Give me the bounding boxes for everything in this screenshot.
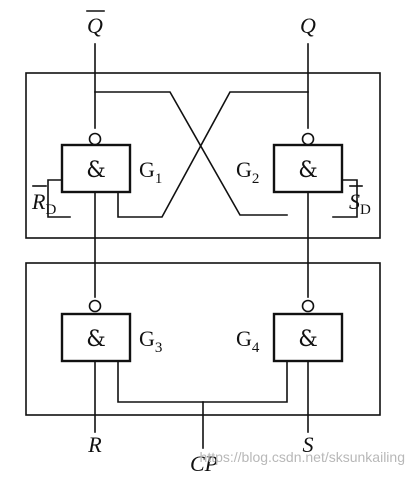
gate-g1-label: G1: [139, 157, 162, 187]
gate-g2-symbol: &: [298, 158, 318, 183]
cp-input-label: CP: [190, 451, 218, 476]
q-output-label: Q: [300, 13, 316, 38]
svg-text:SD: SD: [349, 189, 371, 218]
cross-coupling-wires: [94, 91, 309, 218]
inverter-bubble: [88, 132, 102, 146]
qbar-output-label: Q: [86, 10, 105, 38]
cp-input-wire: [117, 360, 288, 449]
gate-g4-symbol: &: [298, 327, 318, 352]
gate-g1-symbol: &: [86, 158, 106, 183]
svg-text:Q: Q: [87, 13, 103, 38]
watermark: https://blog.csdn.net/sksunkailing: [200, 449, 405, 465]
rd-input-wire: [47, 179, 71, 218]
gate-g3: &: [60, 299, 132, 363]
gate-g3-symbol: &: [86, 327, 106, 352]
gate-g2-label: G2: [236, 157, 259, 187]
gate-g1: &: [60, 132, 132, 194]
rd-input-label: RD: [31, 185, 56, 218]
inverter-bubble: [88, 299, 102, 313]
gate-g2: &: [272, 132, 344, 194]
svg-text:RD: RD: [31, 189, 56, 218]
s-input-label: S: [303, 432, 314, 457]
sd-input-wire: [332, 179, 358, 218]
gate-g3-label: G3: [139, 326, 162, 356]
inverter-bubble: [301, 299, 315, 313]
sd-input-label: SD: [349, 185, 371, 218]
upper-frame: [25, 72, 381, 239]
inverter-bubble: [301, 132, 315, 146]
gate-g4-label: G4: [236, 326, 260, 356]
r-input-label: R: [87, 432, 102, 457]
gate-g4: &: [272, 299, 344, 363]
